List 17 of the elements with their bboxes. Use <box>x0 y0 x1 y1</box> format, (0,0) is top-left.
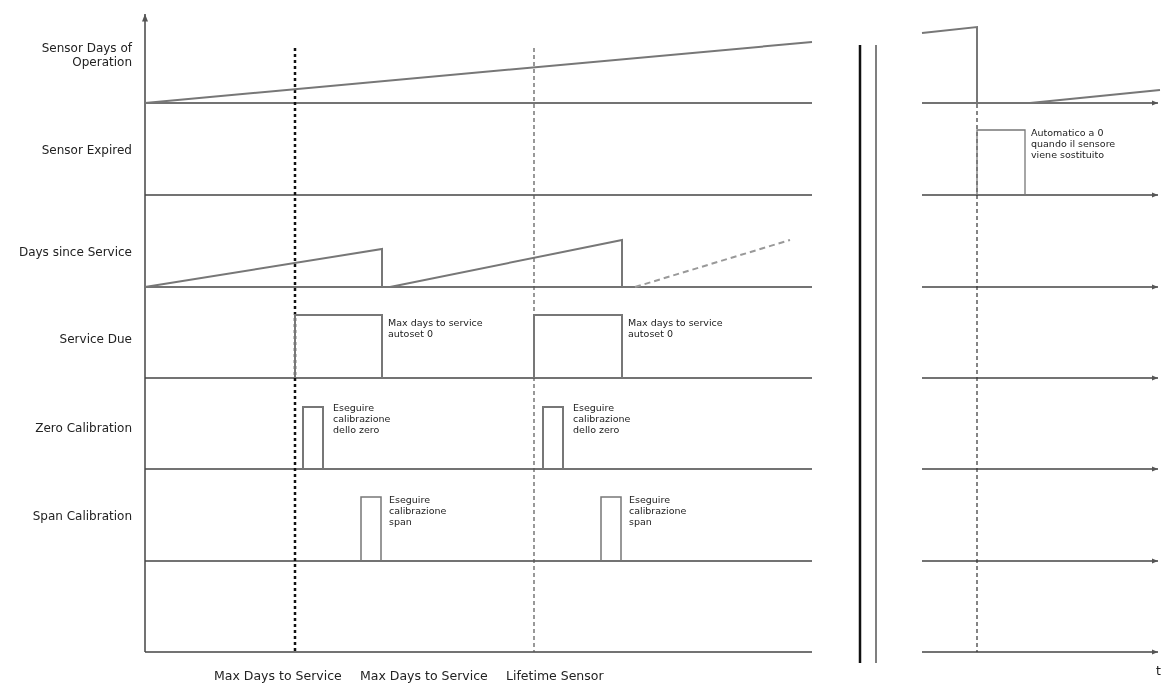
annotation-text: Eseguire calibrazione span <box>389 495 448 528</box>
signal-name: Days since Service <box>17 245 132 260</box>
signal-name: Service Due <box>58 332 132 347</box>
axis-label: t <box>1156 663 1161 678</box>
signal-name: Span Calibration <box>31 509 132 524</box>
signal-name: Sensor Days of Operation <box>40 41 132 70</box>
axis-marker-label: Lifetime Sensor <box>506 668 604 683</box>
signal-name: Zero Calibration <box>34 421 132 436</box>
annotation-text: Automatico a 0 quando il sensore viene sostituito <box>1031 128 1117 161</box>
annotation-text: Eseguire calibrazione dello zero <box>573 403 632 436</box>
annotation-text: Eseguire calibrazione span <box>629 495 688 528</box>
annotation-text: Max days to service autoset 0 <box>628 318 724 340</box>
signal-name: Sensor Expired <box>40 143 132 158</box>
axis-marker-label: Max Days to Service <box>214 668 342 683</box>
annotation-text: Eseguire calibrazione dello zero <box>333 403 392 436</box>
annotation-text: Max days to service autoset 0 <box>388 318 484 340</box>
axis-marker-label: Max Days to Service <box>360 668 488 683</box>
